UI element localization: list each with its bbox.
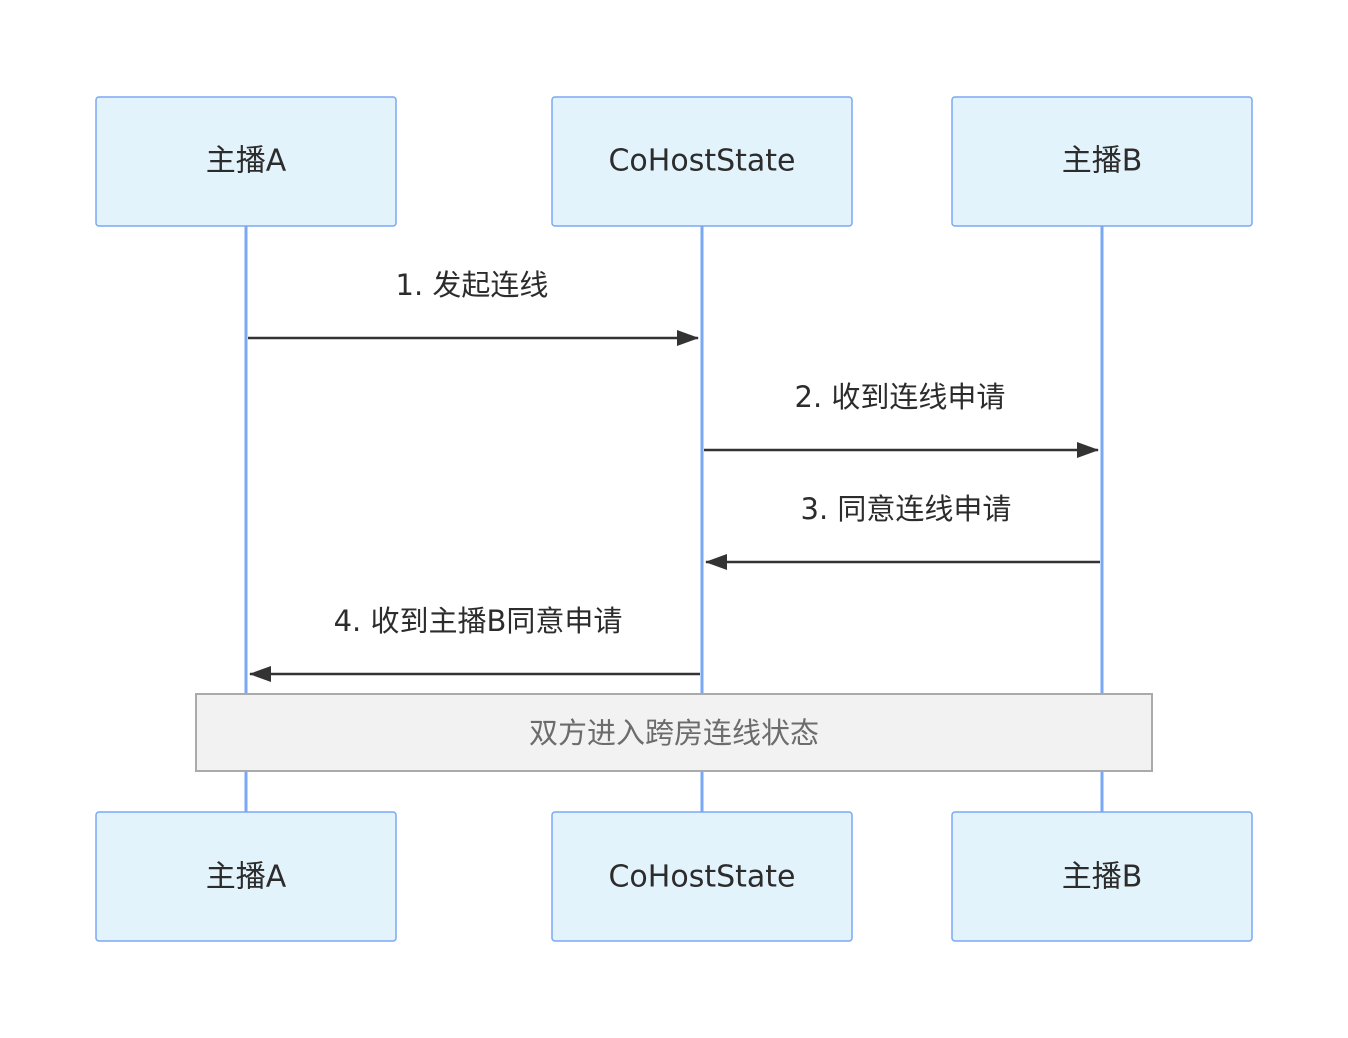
participant-box bbox=[551, 811, 853, 942]
message-2: 2. 收到连线申请 bbox=[704, 380, 1099, 458]
participant-bottom-cohost-state: CoHostState bbox=[551, 811, 853, 942]
message-1: 1. 发起连线 bbox=[248, 268, 699, 346]
participant-label: CoHostState bbox=[608, 860, 795, 895]
participant-top-host-a: 主播A bbox=[95, 96, 397, 227]
participant-top-host-b: 主播B bbox=[951, 96, 1253, 227]
note-label: 双方进入跨房连线状态 bbox=[529, 716, 819, 750]
participant-box bbox=[95, 811, 397, 942]
participant-box bbox=[95, 96, 397, 227]
message-label: 1. 发起连线 bbox=[396, 268, 549, 302]
participant-label: 主播B bbox=[1062, 860, 1143, 895]
message-3: 3. 同意连线申请 bbox=[705, 492, 1100, 570]
message-label: 3. 同意连线申请 bbox=[801, 492, 1012, 526]
participant-bottom-host-a: 主播A bbox=[95, 811, 397, 942]
participant-box bbox=[551, 96, 853, 227]
participant-box bbox=[951, 811, 1253, 942]
participant-label: 主播A bbox=[206, 144, 287, 179]
participant-bottom-host-b: 主播B bbox=[951, 811, 1253, 942]
participant-label: 主播B bbox=[1062, 144, 1143, 179]
message-label: 4. 收到主播B同意申请 bbox=[334, 604, 623, 638]
message-label: 2. 收到连线申请 bbox=[795, 380, 1006, 414]
participant-label: 主播A bbox=[206, 860, 287, 895]
participant-box bbox=[951, 96, 1253, 227]
participant-label: CoHostState bbox=[608, 144, 795, 179]
message-4: 4. 收到主播B同意申请 bbox=[249, 604, 700, 682]
note-box bbox=[195, 693, 1153, 772]
note: 双方进入跨房连线状态 bbox=[195, 693, 1153, 772]
participant-top-cohost-state: CoHostState bbox=[551, 96, 853, 227]
